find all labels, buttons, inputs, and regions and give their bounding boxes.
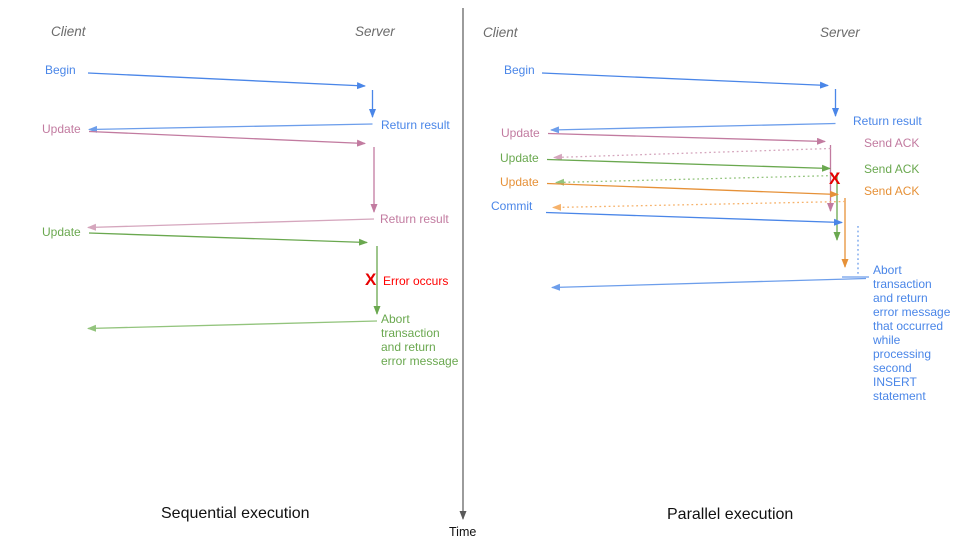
left-return-result-1-label: Return result (381, 118, 450, 132)
right-error-x-icon: X (829, 169, 841, 188)
right-update-1-label: Update (501, 126, 540, 140)
left-update-2-label: Update (42, 225, 81, 239)
left-client-header: Client (51, 24, 86, 39)
right-panel-arrows (541, 72, 869, 291)
left-panel-arrows (87, 72, 381, 332)
par-update-3-request-arrow (546, 182, 839, 198)
left-return-result-2-label: Return result (380, 212, 449, 226)
par-update-1-request-arrow (547, 132, 826, 145)
left-update-1-label: Update (42, 122, 81, 136)
par-send-ack-3-arrow (552, 200, 846, 211)
right-panel-title: Parallel execution (667, 506, 794, 523)
par-send-ack-2-arrow (555, 174, 838, 186)
left-server-header: Server (355, 24, 395, 39)
right-client-header: Client (483, 25, 518, 40)
right-update-3-label: Update (500, 175, 539, 189)
right-return-result-label: Return result (853, 114, 922, 128)
right-server-header: Server (820, 25, 860, 40)
right-send-ack-2-label: Send ACK (864, 162, 920, 176)
seq-abort-return-arrow (87, 320, 378, 332)
left-begin-label: Begin (45, 63, 76, 77)
seq-return-result-2-arrow (87, 218, 375, 231)
seq-update-1-request-arrow (88, 130, 366, 147)
par-return-result-arrow (550, 122, 836, 134)
right-send-ack-3-label: Send ACK (864, 184, 920, 198)
par-send-ack-1-arrow (553, 147, 831, 161)
right-update-2-label: Update (500, 151, 539, 165)
right-commit-label: Commit (491, 199, 533, 213)
par-update-2-request-arrow (546, 158, 831, 172)
right-begin-label: Begin (504, 63, 535, 77)
left-abort-note: Abort transaction and return error messa… (381, 312, 459, 368)
seq-update-2-request-arrow (88, 232, 368, 246)
seq-return-result-1-arrow (88, 123, 373, 133)
time-axis-label: Time (449, 525, 477, 539)
par-commit-request-arrow (545, 211, 843, 226)
par-abort-return-arrow (551, 277, 867, 291)
left-panel-title: Sequential execution (161, 505, 310, 522)
right-abort-note: Abort transaction and return error messa… (873, 263, 951, 403)
seq-begin-request-arrow (87, 72, 366, 90)
par-begin-request-arrow (541, 72, 829, 89)
left-error-x-icon: X (365, 270, 377, 289)
right-send-ack-1-label: Send ACK (864, 136, 920, 150)
left-error-occurs-label: Error occurs (383, 274, 449, 288)
